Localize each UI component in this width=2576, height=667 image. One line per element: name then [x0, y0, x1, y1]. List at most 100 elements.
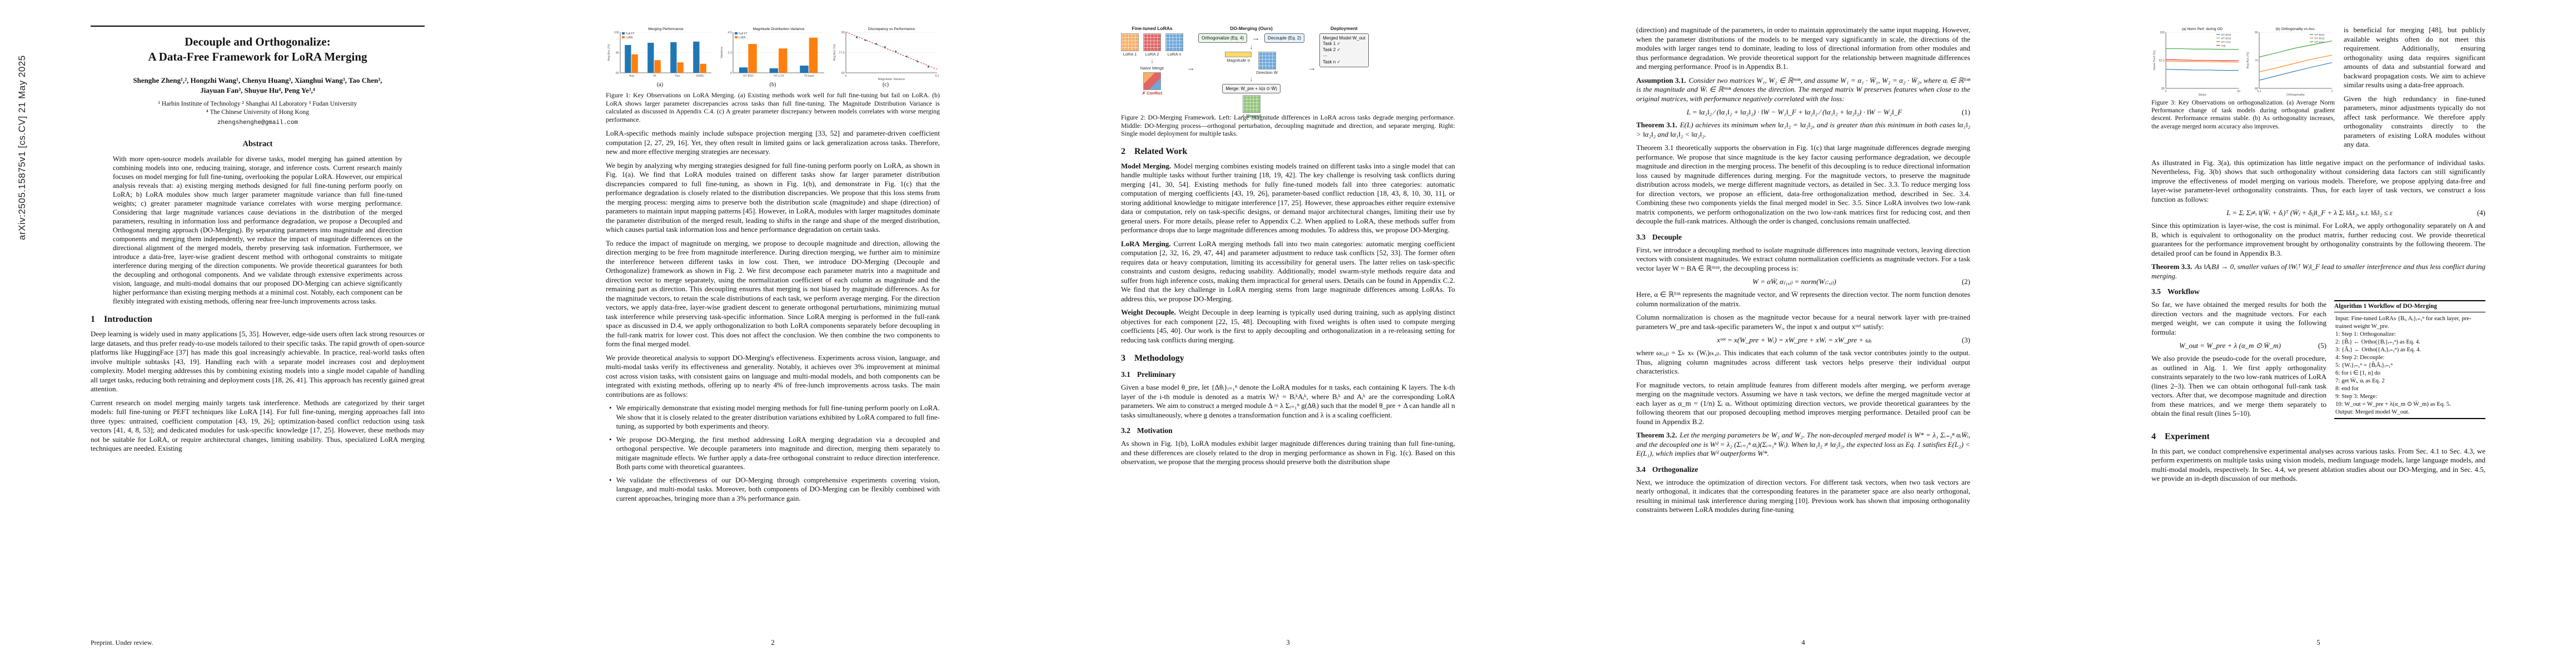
svg-text:ViT-B/32: ViT-B/32	[743, 74, 754, 78]
svg-text:Orthogonality: Orthogonality	[2286, 93, 2305, 97]
svg-text:Steps: Steps	[2198, 93, 2206, 97]
paragraph: As illustrated in Fig. 3(a), this optimi…	[2151, 158, 2485, 203]
paragraph: To reduce the impact of magnitude on mer…	[606, 238, 940, 349]
workflow-section: So far, we have obtained the merged resu…	[2151, 300, 2485, 423]
arrow-down-icon: ↓	[1150, 58, 1154, 64]
theorem-3-2: Theorem 3.2.Let the merging parameters b…	[1636, 431, 1970, 457]
paragraph: (direction) and magnitude of the paramet…	[1636, 26, 1970, 71]
svg-text:TA: TA	[652, 74, 656, 78]
svg-text:80: 80	[616, 52, 619, 55]
figure2-diagram: Fine-tuned LoRAs LoRA 1 LoRA 2 LoRA n ↓ …	[1121, 26, 1455, 118]
svg-text:Variance: Variance	[720, 47, 724, 58]
algorithm-line: 7: get W̄ᵢ, αᵢ as Eq. 2	[2335, 377, 2385, 384]
figure1-sublabel-b: (b)	[769, 82, 776, 88]
figure3-caption: Figure 3: Key Observations on orthogonal…	[2151, 99, 2335, 130]
paragraph: is beneficial for merging [48], but publ…	[2344, 26, 2485, 89]
abstract-text: With more open-source models available f…	[113, 155, 402, 305]
matrix-lora1	[1121, 33, 1139, 51]
svg-text:0.2: 0.2	[2258, 90, 2261, 93]
title-rule	[91, 26, 425, 27]
authors-line-1: Shenghe Zheng¹,², Hongzhi Wang¹, Chenyu …	[133, 76, 382, 84]
figure2-middle-panel: DO-Merging (Ours) Orthogonalize (Eq. 4) …	[1198, 26, 1305, 118]
algorithm-line: 9: Step 3: Merge:	[2335, 393, 2378, 400]
paragraph: Column normalization is chosen as the ma…	[1636, 313, 1970, 331]
arrow-down-icon: ↓	[1249, 44, 1253, 51]
merge-box: Merge: W_pre + λ(α ⊙ W̄)	[1222, 84, 1280, 93]
list-item: • We propose DO-Merging, the first metho…	[609, 435, 940, 471]
list-item: • We empirically demonstrate that existi…	[609, 404, 940, 431]
svg-text:ViT-B/32: ViT-B/32	[2221, 33, 2231, 37]
svg-text:4.2: 4.2	[935, 74, 939, 78]
svg-text:Full FT: Full FT	[739, 32, 748, 36]
authors-line-2: Jiayuan Fan³, Shuyue Hu⁴, Peng Ye³,⁴	[200, 86, 315, 94]
list-item: • We validate the effectiveness of our D…	[609, 475, 940, 502]
equation-5: W_out = W_pre + λ (α_m ⊙ W̄_m) (5)	[2179, 341, 2326, 350]
paragraph: We begin by analyzing why merging strate…	[606, 161, 940, 234]
svg-text:LoRA: LoRA	[739, 36, 746, 39]
svg-text:Merging Performance: Merging Performance	[648, 27, 684, 31]
paragraph-weight-decouple: Weight Decouple.Weight Decouple in deep …	[1121, 308, 1455, 344]
equation-3: xᵒᵘᵗ = x(W_pre + Wᵢ) = xW_pre + xWᵢ = xW…	[1717, 336, 1970, 344]
svg-text:77.5: 77.5	[839, 52, 845, 55]
algorithm-line: 4: Step 2: Decouple:	[2335, 354, 2385, 361]
figure2-right-panel: Deployment Merged Model W_out Task 1 ✓ T…	[1319, 26, 1369, 110]
arrow-right-icon: →	[1187, 63, 1195, 73]
bullet-icon: •	[609, 404, 612, 412]
svg-text:60: 60	[841, 72, 845, 75]
paragraph-model-merging: Model Merging.Model merging combines exi…	[1121, 161, 1455, 235]
svg-text:68: 68	[2255, 87, 2258, 91]
svg-text:92.5: 92.5	[2159, 59, 2165, 63]
preprint-note: Preprint. Under review.	[91, 639, 153, 646]
title-line-1: Decouple and Orthogonalize:	[185, 35, 331, 48]
svg-text:ViT-L/14: ViT-L/14	[2314, 41, 2324, 44]
paragraph: Current research on model merging mainly…	[91, 398, 425, 453]
algorithm-1-box: Algorithm 1 Workflow of DO-Merging Input…	[2334, 300, 2485, 419]
svg-text:60: 60	[616, 72, 619, 75]
paragraph: Given the high redundancy in fine-tuned …	[2344, 94, 2485, 149]
svg-text:0: 0	[845, 74, 847, 78]
contribution-list: • We empirically demonstrate that existi…	[606, 404, 940, 503]
paragraph: First, we introduce a decoupling method …	[1636, 245, 1970, 272]
svg-text:LoRA: LoRA	[626, 36, 633, 39]
svg-text:50: 50	[2237, 90, 2240, 93]
algorithm-line: 6: for i ∈ [1, n] do	[2335, 370, 2381, 376]
page-number: 2	[771, 638, 775, 646]
algorithm-line: Output: Merged model W_out.	[2335, 409, 2410, 415]
paragraph-lora-merging: LoRA Merging.Current LoRA merging method…	[1121, 239, 1455, 303]
svg-text:DARE: DARE	[696, 74, 705, 78]
equation-2: W = αW̄, α₍₁,ⱼ₎ = norm(W₍:,ⱼ₎) (2)	[1752, 277, 1970, 286]
paragraph: LoRA-specific methods mainly include sub…	[606, 129, 940, 156]
svg-text:100: 100	[614, 31, 619, 34]
theorem-3-3: Theorem 3.3.As ‖AᵢBⱼ‖ → 0, smaller value…	[2151, 262, 2485, 280]
svg-text:1: 1	[2331, 90, 2333, 93]
orthogonalize-box: Orthogonalize (Eq. 4)	[1198, 33, 1248, 43]
svg-text:Avg Acc (%): Avg Acc (%)	[2246, 52, 2250, 68]
matrix-direction	[1258, 52, 1276, 69]
algorithm-line: 3: {Âᵢ} ← Ortho({Aᵢ}ᵢ₌₁ⁿ) as Eq. 4.	[2335, 346, 2421, 353]
paragraph: For magnitude vectors, to retain amplitu…	[1636, 380, 1970, 426]
paragraph: Deep learning is widely used in many app…	[91, 330, 425, 393]
figure2-caption: Figure 2: DO-Merging Framework. Left: La…	[1121, 113, 1455, 138]
assumption-3-1: Assumption 3.1.Consider two matrices W₁,…	[1636, 76, 1971, 103]
arrow-right-icon: →	[1308, 63, 1317, 73]
matrix-merged	[1242, 95, 1260, 113]
paragraph: So far, we have obtained the merged resu…	[2151, 300, 2326, 336]
bullet-icon: •	[609, 435, 612, 444]
page-number: 4	[1801, 638, 1805, 646]
svg-text:Magnitude Distribution Varianc: Magnitude Distribution Variance	[753, 27, 805, 31]
algorithm-line: 1: Step 1: Orthogonalize:	[2335, 331, 2396, 337]
paragraph: where ω₍ᵢ,ⱼ₎ = Σₖ xₖ (Wᵢ)₍ₖ,ⱼ₎. This ind…	[1636, 349, 1970, 375]
algorithm-line: 10: W_out = W_pre + λ(α_m ⊙ W̄_m) as Eq.…	[2335, 401, 2451, 407]
svg-text:Avg: Avg	[2221, 44, 2226, 48]
